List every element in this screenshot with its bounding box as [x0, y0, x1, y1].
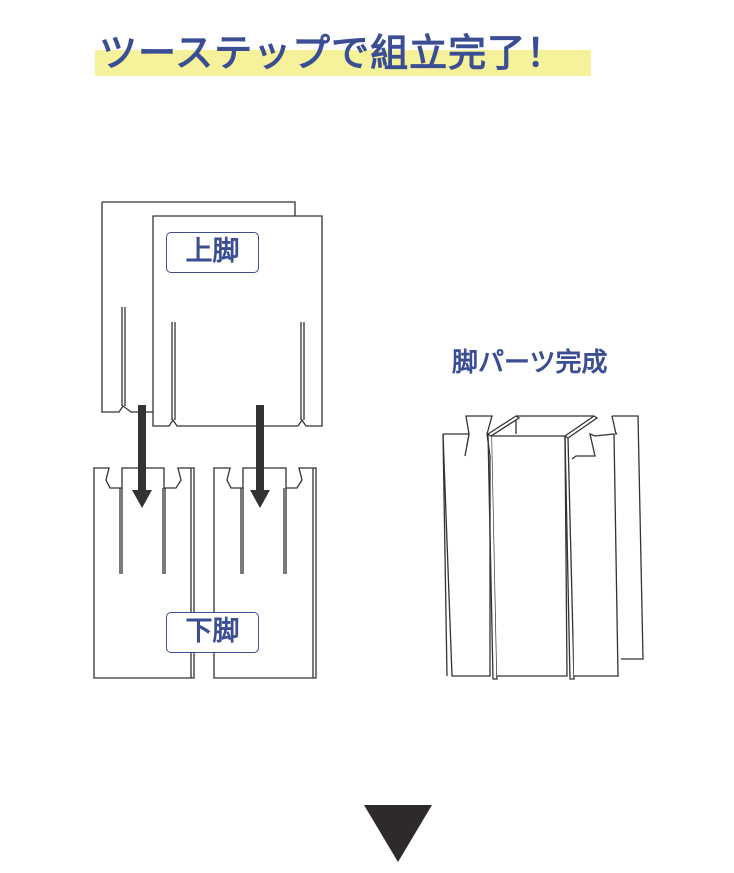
arrow-down-right — [250, 405, 270, 508]
page-title: ツーステップで組立完了！ — [99, 31, 566, 75]
title-highlight — [95, 50, 591, 76]
lower-leg-label: 下脚 — [166, 612, 259, 653]
next-step-triangle-icon — [364, 805, 432, 862]
upper-leg-back-sheet — [101, 201, 296, 413]
leg-part-complete-label: 脚パーツ完成 — [452, 348, 608, 378]
arrow-down-left — [132, 405, 152, 508]
assembled-leg-illustration — [442, 415, 644, 680]
upper-leg-label: 上脚 — [166, 232, 259, 273]
title-banner: ツーステップで組立完了！ — [95, 22, 591, 78]
